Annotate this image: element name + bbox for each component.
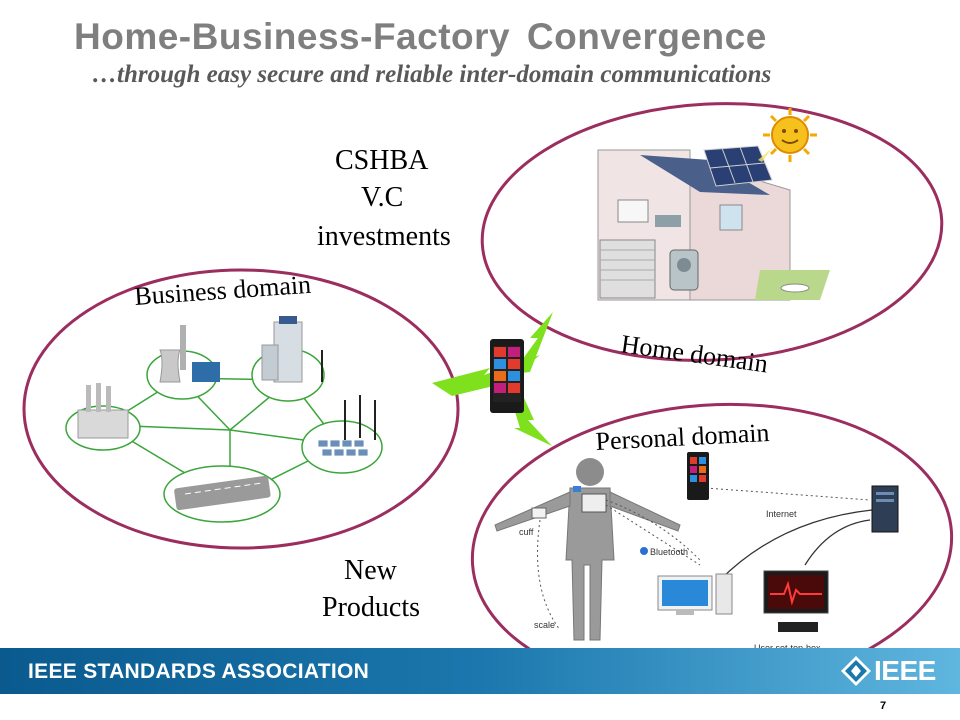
footer-association-text: IEEE STANDARDS ASSOCIATION <box>28 660 370 683</box>
subtitle-text: through easy secure and reliable inter-d… <box>117 61 772 88</box>
slide-subtitle: …through easy secure and reliable inter-… <box>92 61 771 89</box>
smart-house-illustration <box>597 149 830 301</box>
business-domain-ellipse <box>22 268 460 550</box>
new-label: New <box>344 555 397 586</box>
internet-label: Internet <box>766 509 797 519</box>
sun-icon <box>758 108 817 162</box>
slide-title: Home-Business-Factory Convergence <box>74 16 767 57</box>
business-network-illustration <box>65 316 383 523</box>
ieee-logo-text: IEEE <box>874 655 936 686</box>
cshba-label: CSHBA <box>335 145 429 176</box>
business-domain-label: Business domain <box>133 270 312 311</box>
home-domain-ellipse <box>480 102 944 362</box>
bluetooth-label: Bluetooth <box>650 547 688 557</box>
cuff-label: cuff <box>519 527 534 537</box>
footer-banner: IEEE STANDARDS ASSOCIATION IEEE <box>0 648 960 694</box>
page-number: 7 <box>880 700 887 712</box>
smartphone-icon <box>490 339 524 413</box>
products-label: Products <box>322 592 420 623</box>
body-area-network-illustration: Bluetooth Internet cuff scale User set-t… <box>494 452 899 653</box>
scale-label: scale <box>534 620 555 630</box>
personal-domain-label: Personal domain <box>595 418 770 456</box>
solar-panel-illustration <box>703 145 773 187</box>
investments-label: investments <box>317 221 451 252</box>
subtitle-ellipsis: … <box>92 61 117 88</box>
ieee-logo: IEEE <box>840 652 950 690</box>
vc-label: V.C <box>361 182 404 213</box>
ieee-diamond-icon <box>841 656 871 686</box>
home-domain-label: Home domain <box>619 329 770 378</box>
